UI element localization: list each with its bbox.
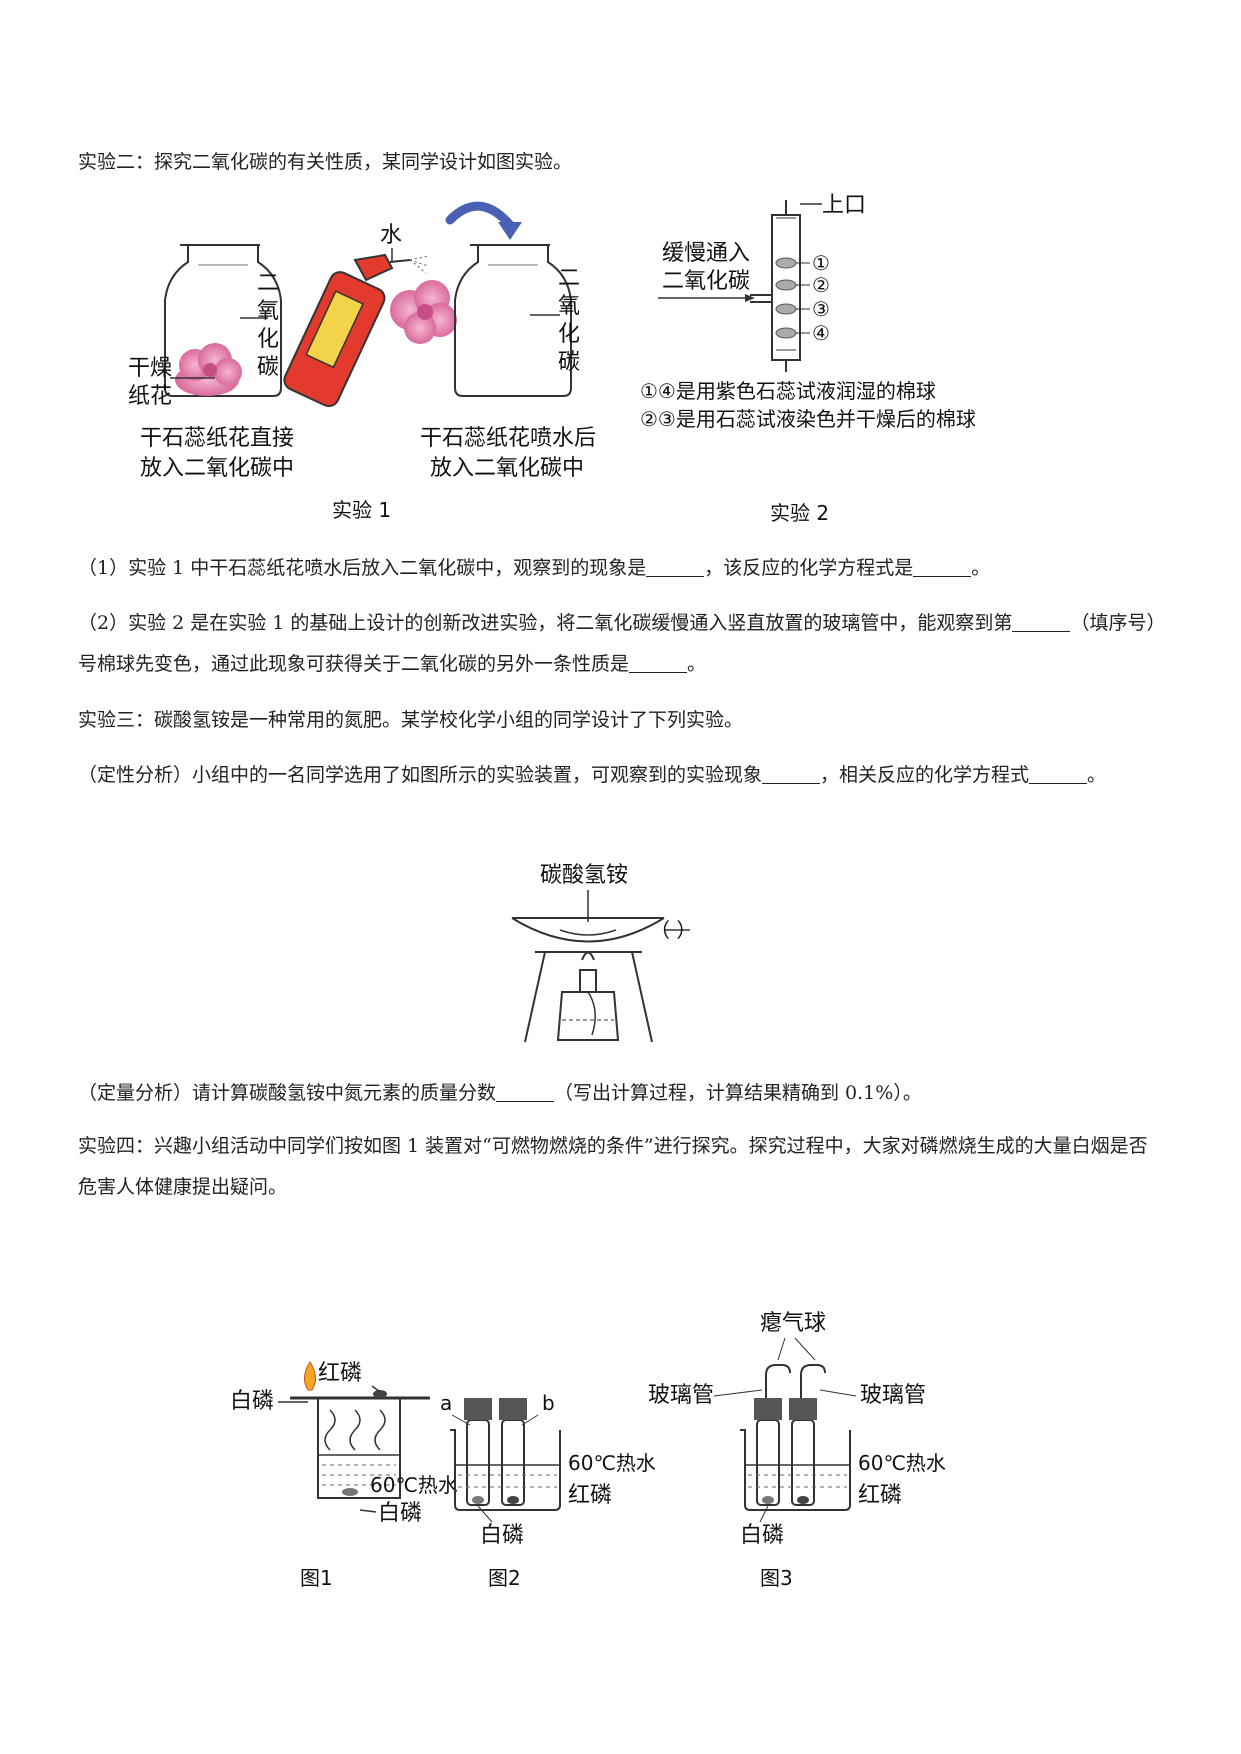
co2-left-label: 二 氧 化 碳 xyxy=(257,271,279,380)
svg-text:③: ③ xyxy=(812,297,830,321)
right-bottle xyxy=(454,244,572,397)
answer-blank[interactable] xyxy=(1012,612,1071,632)
inlet-label-2: 二氧化碳 xyxy=(662,269,750,294)
fig1-title: 图1 xyxy=(300,1566,333,1590)
answer-blank[interactable] xyxy=(1029,764,1088,784)
fig3-hot-water: 60℃热水 xyxy=(858,1451,946,1475)
exp1-title: 实验 1 xyxy=(332,498,391,522)
water-dashes xyxy=(748,1474,847,1488)
svg-text:二: 二 xyxy=(558,266,580,291)
spray-bottle-icon xyxy=(283,253,429,408)
fig1-white-p-bottom: 白磷 xyxy=(378,1501,422,1526)
svg-text:碳: 碳 xyxy=(257,355,279,380)
ball-numbers: ① ② ③ ④ xyxy=(796,251,830,345)
alcohol-lamp-icon xyxy=(556,951,620,1041)
svg-text:氧: 氧 xyxy=(257,299,279,324)
exp2-figure: 干燥 纸花 二 氧 化 碳 干石蕊纸花直接 放入二氧化碳中 水 二 氧 化 碳 xyxy=(128,193,976,525)
caption-left-1: 干石蕊纸花直接 xyxy=(140,426,294,451)
fig2-title: 图2 xyxy=(488,1566,521,1590)
exp2-intro: 实验二：探究二氧化碳的有关性质，某同学设计如图实验。 xyxy=(78,151,573,173)
exp3-figure: 碳酸氢铵 （ ） xyxy=(511,863,696,1043)
ammonium-bicarbonate-label: 碳酸氢铵 xyxy=(540,863,628,888)
dry-flower-label-1: 干燥 xyxy=(128,356,172,381)
tripod xyxy=(524,951,653,1043)
fig3-tube-left: 玻璃管 xyxy=(648,1383,714,1408)
fig1-hot-water: 60℃热水 xyxy=(370,1473,458,1497)
top-opening-label: 上口 xyxy=(822,193,866,218)
flame-icon xyxy=(304,1361,316,1391)
caption-right-2: 放入二氧化碳中 xyxy=(430,456,584,481)
svg-text:④: ④ xyxy=(812,321,830,345)
caption-right-1: 干石蕊纸花喷水后 xyxy=(420,426,596,451)
curved-arrow-icon xyxy=(445,201,522,240)
fig3-white-p: 白磷 xyxy=(740,1523,784,1548)
note-1: ①④是用紫色石蕊试液润湿的棉球 xyxy=(640,379,936,403)
flower-icon xyxy=(390,280,457,344)
exp3-intro: 实验三：碳酸氢铵是一种常用的氮肥。某学校化学小组的同学设计了下列实验。 xyxy=(78,709,744,731)
quantitative-question: （定量分析）请计算碳酸氢铵中氮元素的质量分数（写出计算过程，计算结果精确到 0.… xyxy=(78,1082,922,1104)
fig2-label-b: b xyxy=(542,1391,555,1415)
svg-text:化: 化 xyxy=(257,327,279,352)
fig1-white-p: 白磷 xyxy=(230,1389,274,1414)
water-dashes xyxy=(458,1474,557,1488)
fig3-balloon: 瘪气球 xyxy=(760,1311,826,1336)
exp2-title: 实验 2 xyxy=(770,501,829,525)
fig3-stoppers xyxy=(754,1398,817,1420)
arrow-right-icon xyxy=(658,294,755,302)
qualitative-question: （定性分析）小组中的一名同学选用了如图所示的实验装置，可观察到的实验现象，相关反… xyxy=(78,764,1107,786)
dry-flower-label-2: 纸花 xyxy=(128,384,172,409)
question-1: （1）实验 1 中干石蕊纸花喷水后放入二氧化碳中，观察到的现象是，该反应的化学方… xyxy=(78,557,991,579)
flower-icon xyxy=(175,343,242,396)
left-bottle xyxy=(164,244,282,397)
svg-text:氧: 氧 xyxy=(558,294,580,319)
fig2-red-p: 红磷 xyxy=(568,1483,612,1508)
svg-text:二: 二 xyxy=(257,271,279,296)
question-2: （2）实验 2 是在实验 1 的基础上设计的创新改进实验，将二氧化碳缓慢通入竖直… xyxy=(78,612,1156,675)
answer-blank[interactable] xyxy=(762,764,821,784)
evaporating-dish xyxy=(511,917,665,943)
answer-blank[interactable] xyxy=(646,557,705,577)
caption-left-2: 放入二氧化碳中 xyxy=(140,456,294,481)
fig2-hot-water: 60℃热水 xyxy=(568,1451,656,1475)
fig2-white-p: 白磷 xyxy=(480,1523,524,1548)
svg-text:①: ① xyxy=(812,251,830,275)
svg-text:碳: 碳 xyxy=(558,350,580,375)
water-label: 水 xyxy=(380,223,402,248)
answer-blank[interactable] xyxy=(629,653,688,673)
exp4-figure: 白磷 红磷 60℃热水 白磷 图1 a b 60℃热水 红磷 白磷 图2 xyxy=(230,1311,946,1590)
fig2-apparatus xyxy=(450,1419,561,1511)
answer-blank[interactable] xyxy=(913,557,972,577)
note-2: ②③是用石蕊试液染色并干燥后的棉球 xyxy=(640,407,976,431)
fig1-apparatus xyxy=(290,1396,430,1499)
answer-blank[interactable] xyxy=(496,1082,555,1102)
fig2-stoppers xyxy=(464,1398,527,1420)
blank-bracket: （ ） xyxy=(650,918,696,942)
fig3-tube-right: 玻璃管 xyxy=(860,1383,926,1408)
svg-text:化: 化 xyxy=(558,322,580,347)
exp4-intro: 实验四：兴趣小组活动中同学们按如图 1 装置对“可燃物燃烧的条件”进行探究。探究… xyxy=(78,1135,1148,1198)
fig3-title: 图3 xyxy=(760,1566,793,1590)
co2-right-label: 二 氧 化 碳 xyxy=(558,266,580,375)
inlet-label-1: 缓慢通入 xyxy=(662,241,750,266)
fig3-red-p: 红磷 xyxy=(858,1483,902,1508)
glass-tube xyxy=(750,200,801,372)
fig1-red-p: 红磷 xyxy=(318,1361,362,1386)
svg-text:②: ② xyxy=(812,273,830,297)
fig2-label-a: a xyxy=(440,1391,452,1415)
cotton-balls xyxy=(775,257,797,339)
fig3-apparatus xyxy=(740,1364,851,1511)
